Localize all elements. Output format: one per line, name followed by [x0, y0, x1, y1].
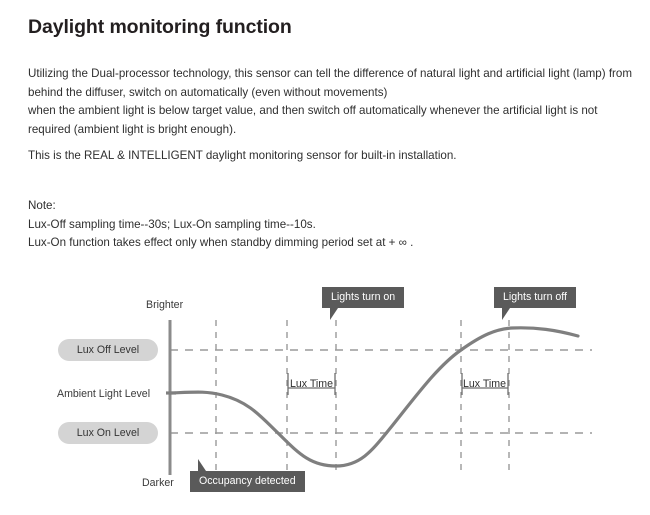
lux-off-level-pill: Lux Off Level	[58, 339, 158, 361]
callout-tail-icon	[502, 308, 510, 320]
callout-lights-turn-off-label: Lights turn off	[503, 291, 567, 303]
callout-tail-icon	[330, 308, 338, 320]
callout-lights-turn-on: Lights turn on	[322, 287, 405, 320]
lux-time-bracket-right	[461, 373, 509, 395]
lux-time-label-left: Lux Time	[290, 378, 333, 390]
intro-paragraph: Utilizing the Dual-processor technology,…	[28, 67, 633, 136]
note-line-2: Lux-On function takes effect only when s…	[28, 236, 414, 249]
note-line-1: Lux-Off sampling time--30s; Lux-On sampl…	[28, 217, 316, 231]
ambient-light-curve	[168, 326, 580, 468]
callout-lights-turn-off: Lights turn off	[494, 287, 576, 320]
ambient-light-level-label: Ambient Light Level	[57, 388, 151, 400]
threshold-lines	[170, 349, 592, 434]
vertical-gridlines	[215, 320, 510, 474]
axis-label-brighter: Brighter	[146, 299, 184, 311]
note-block: Note: Lux-Off sampling time--30s; Lux-On…	[28, 197, 636, 253]
chart-svg	[166, 320, 592, 475]
note-heading: Note:	[28, 199, 56, 212]
daylight-monitoring-chart: Brighter Darker Ambient Light Level Lux …	[0, 278, 650, 515]
callout-occupancy-detected: Occupancy detected	[190, 459, 305, 492]
lux-on-level-pill: Lux On Level	[58, 422, 158, 444]
lux-time-bracket-left	[287, 373, 336, 395]
lux-time-label-right: Lux Time	[463, 378, 506, 390]
callout-lights-turn-on-label: Lights turn on	[331, 291, 396, 303]
summary-paragraph: This is the REAL & INTELLIGENT daylight …	[28, 149, 457, 162]
axis-label-darker: Darker	[142, 477, 174, 489]
callout-occupancy-detected-label: Occupancy detected	[199, 475, 296, 487]
page-title: Daylight monitoring function	[28, 16, 292, 38]
callout-tail-icon	[198, 459, 206, 471]
